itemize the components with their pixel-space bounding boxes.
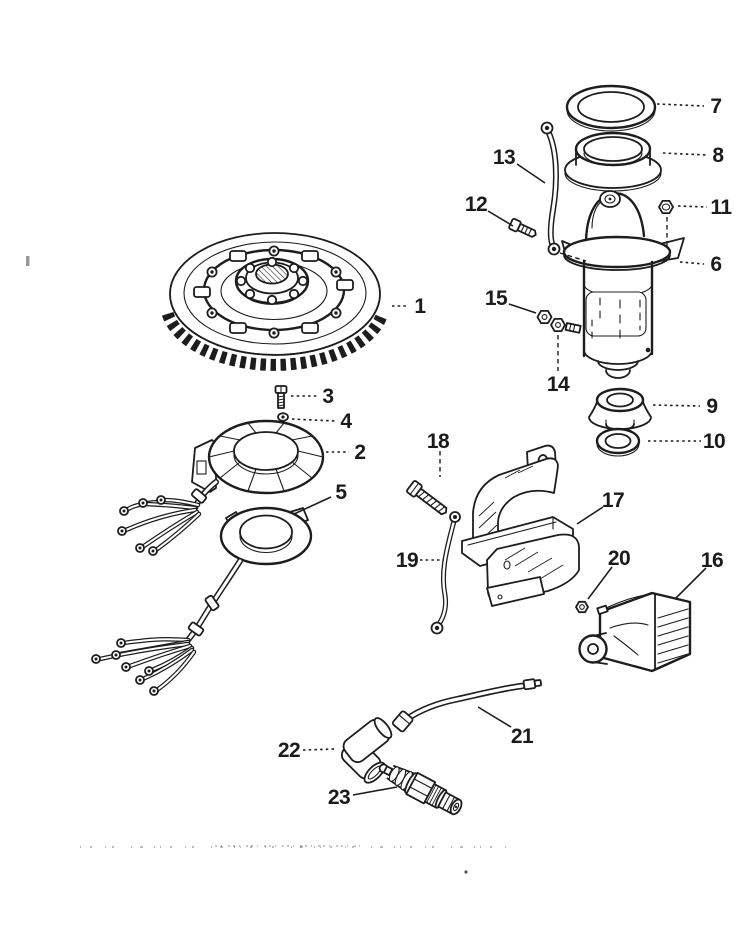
bolt-18 xyxy=(406,480,448,516)
trigger-plate xyxy=(219,506,313,566)
callout-1: 1 xyxy=(392,295,427,318)
callout-3: 3 xyxy=(291,385,334,408)
callout-label: 3 xyxy=(322,385,333,408)
callout-label: 21 xyxy=(511,725,534,748)
ignition-coil xyxy=(578,591,692,673)
callout-17: 17 xyxy=(576,489,625,525)
screw-12 xyxy=(508,217,537,238)
nut-20 xyxy=(575,600,589,614)
spark-plug xyxy=(378,763,463,816)
callout-18: 18 xyxy=(427,430,450,477)
flywheel xyxy=(161,232,389,371)
nut-14 xyxy=(550,317,582,334)
leader-line xyxy=(516,163,546,184)
leader-line xyxy=(677,205,708,208)
trigger-wiring-harness xyxy=(91,558,243,696)
o-ring xyxy=(565,84,657,132)
stator xyxy=(191,419,325,495)
callout-label: 6 xyxy=(710,253,721,276)
rubber-mount xyxy=(588,387,652,431)
callout-label: 20 xyxy=(608,547,630,570)
callout-label: 13 xyxy=(493,146,515,169)
callout-label: 2 xyxy=(354,441,365,464)
callout-16: 16 xyxy=(675,549,724,599)
callout-label: 8 xyxy=(712,144,724,167)
leader-line xyxy=(652,404,701,407)
callout-label: 1 xyxy=(414,295,426,318)
callout-9: 9 xyxy=(652,395,718,418)
callout-label: 19 xyxy=(396,549,418,572)
callout-label: 23 xyxy=(328,786,350,809)
callout-label: 14 xyxy=(547,373,570,396)
spark-plug-boot xyxy=(340,717,393,784)
callout-label: 17 xyxy=(602,489,624,512)
callout-10: 10 xyxy=(648,430,726,453)
stator-wiring-harness xyxy=(117,479,219,556)
callout-5: 5 xyxy=(293,481,348,515)
starter-cable xyxy=(540,121,587,262)
callout-label: 4 xyxy=(340,410,352,433)
leader-line xyxy=(487,210,514,227)
callout-label: 12 xyxy=(465,193,487,216)
callout-label: 22 xyxy=(278,739,300,762)
callout-21: 21 xyxy=(477,706,534,748)
leader-line xyxy=(662,152,707,156)
callout-22: 22 xyxy=(278,739,337,762)
leader-line xyxy=(656,103,705,107)
callout-label: 15 xyxy=(485,287,508,310)
spacer-collar xyxy=(564,131,662,192)
starter-motor xyxy=(561,190,685,379)
leader-line xyxy=(291,418,336,422)
callout-20: 20 xyxy=(587,547,631,600)
leader-line xyxy=(293,496,332,515)
scan-artifacts xyxy=(26,256,507,874)
nut-15 xyxy=(536,309,553,325)
callout-7: 7 xyxy=(656,95,722,118)
callout-label: 10 xyxy=(703,430,725,453)
leader-line xyxy=(679,261,705,265)
callout-14: 14 xyxy=(547,335,570,396)
callout-15: 15 xyxy=(485,287,537,314)
callout-label: 18 xyxy=(427,430,450,453)
leader-line xyxy=(576,506,604,525)
ground-wire xyxy=(430,511,461,635)
callout-8: 8 xyxy=(662,144,725,167)
washer-10 xyxy=(595,427,641,457)
callout-6: 6 xyxy=(679,253,722,276)
leader-line xyxy=(352,786,398,796)
callout-label: 16 xyxy=(701,549,723,572)
callout-19: 19 xyxy=(396,549,444,572)
callout-label: 7 xyxy=(710,95,721,118)
leader-line xyxy=(508,303,537,314)
stator-screw xyxy=(274,385,288,409)
leader-line xyxy=(302,748,337,751)
spark-plug-lead xyxy=(391,678,542,733)
lockwasher xyxy=(277,412,289,422)
leader-line xyxy=(675,567,707,599)
mounting-bracket xyxy=(461,444,580,607)
callout-label: 9 xyxy=(706,395,717,418)
callout-11: 11 xyxy=(677,196,733,219)
nut-11 xyxy=(658,199,674,246)
callout-12: 12 xyxy=(465,193,514,227)
callout-23: 23 xyxy=(328,786,398,809)
callout-13: 13 xyxy=(493,146,546,184)
callout-2: 2 xyxy=(326,441,366,464)
leader-line xyxy=(477,706,512,728)
leader-line xyxy=(587,566,613,600)
callout-4: 4 xyxy=(291,410,353,433)
callout-label: 11 xyxy=(710,196,732,219)
callout-label: 5 xyxy=(335,481,347,504)
